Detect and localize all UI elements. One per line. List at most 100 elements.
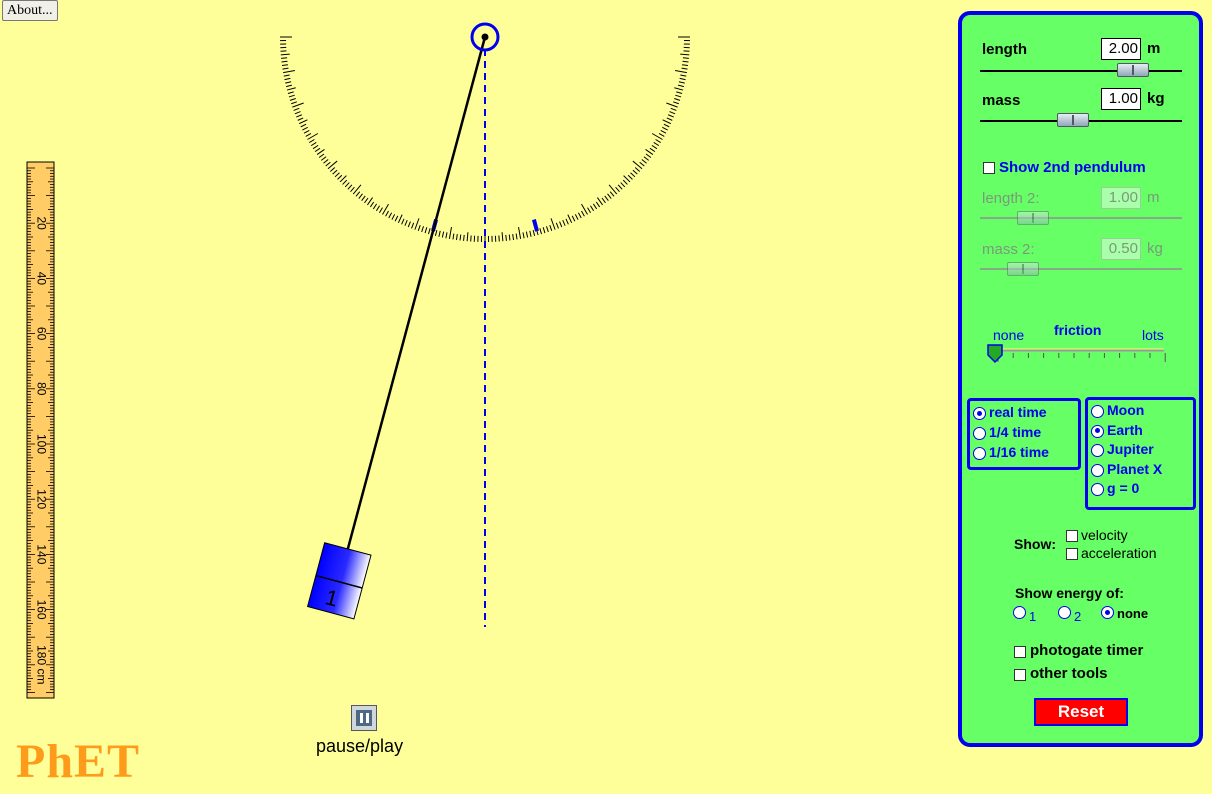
- protractor-tick: [358, 193, 363, 199]
- ruler-tick-label: 180 cm: [34, 645, 48, 684]
- gravity-label: Planet X: [1107, 460, 1163, 477]
- protractor-tick: [562, 219, 566, 226]
- second-pendulum-label: Show 2nd pendulum: [999, 159, 1146, 176]
- gravity-radio[interactable]: [1091, 424, 1104, 438]
- energy-radio-2[interactable]: [1058, 606, 1071, 619]
- about-button[interactable]: About...: [2, 0, 58, 21]
- protractor-tick: [339, 175, 347, 183]
- protractor-tick: [285, 81, 292, 84]
- phet-logo[interactable]: PhET: [16, 735, 141, 788]
- friction-slider[interactable]: [986, 342, 1168, 370]
- mass-slider-knob[interactable]: [1057, 113, 1089, 127]
- time-scale-radio[interactable]: [973, 407, 986, 420]
- gravity-radio[interactable]: [1091, 405, 1104, 418]
- mass2-label: mass 2:: [982, 241, 1035, 258]
- protractor-tick: [658, 133, 665, 137]
- protractor-tick: [352, 184, 362, 195]
- length2-label: length 2:: [982, 190, 1040, 207]
- protractor-tick: [641, 159, 647, 164]
- protractor-tick: [285, 84, 293, 88]
- protractor-tick: [417, 224, 421, 231]
- mass2-slider-knob[interactable]: [1007, 262, 1039, 276]
- protractor-tick: [662, 126, 668, 131]
- gravity-label: g = 0: [1107, 480, 1140, 496]
- protractor-tick: [587, 207, 592, 213]
- gravity-radio[interactable]: [1091, 463, 1104, 477]
- protractor-tick: [337, 174, 343, 180]
- protractor-tick: [639, 161, 645, 167]
- protractor-tick: [364, 197, 369, 204]
- protractor-tick: [391, 214, 396, 220]
- length2-input[interactable]: 1.00: [1101, 187, 1141, 209]
- velocity-checkbox[interactable]: [1066, 530, 1078, 542]
- velocity-label: velocity: [1081, 527, 1128, 543]
- protractor-tick: [327, 160, 338, 170]
- protractor-tick: [361, 195, 366, 202]
- protractor-tick: [674, 87, 684, 91]
- protractor-tick: [682, 60, 689, 63]
- second-pendulum-checkbox[interactable]: [983, 162, 995, 174]
- mass-label: mass: [982, 92, 1021, 109]
- length-input[interactable]: 2.00: [1101, 38, 1141, 60]
- protractor-tick: [518, 226, 522, 239]
- protractor-tick: [375, 205, 380, 212]
- protractor-tick: [590, 205, 595, 212]
- protractor-tick: [655, 139, 661, 144]
- friction-title: friction: [1054, 322, 1102, 338]
- protractor-tick: [677, 84, 685, 88]
- pendulum-bob[interactable]: 1: [306, 542, 372, 620]
- pivot-ring[interactable]: [470, 22, 500, 52]
- energy-radio-1-label: 1: [1029, 609, 1037, 624]
- protractor-tick: [546, 226, 549, 233]
- protractor-tick: [388, 212, 393, 219]
- protractor-tick: [314, 147, 321, 153]
- protractor-tick: [571, 215, 576, 222]
- protractor-tick: [653, 142, 660, 147]
- protractor-tick: [292, 102, 304, 108]
- ruler-tick-label: 120: [34, 489, 48, 509]
- other-tools-checkbox[interactable]: [1014, 669, 1026, 681]
- protractor-tick: [283, 74, 290, 77]
- protractor-tick: [284, 77, 291, 81]
- gravity-radio[interactable]: [1091, 483, 1104, 496]
- protractor-tick: [428, 228, 431, 235]
- protractor-tick: [289, 98, 296, 101]
- time-scale-label: 1/4 time: [989, 424, 1042, 440]
- protractor-tick: [347, 184, 353, 190]
- protractor-tick: [670, 107, 677, 111]
- photogate-checkbox[interactable]: [1014, 646, 1026, 658]
- protractor-tick: [679, 77, 686, 81]
- length-slider-knob[interactable]: [1117, 63, 1149, 77]
- reset-button[interactable]: Reset: [1034, 698, 1128, 726]
- energy-radio-none[interactable]: [1101, 606, 1114, 619]
- mass2-input[interactable]: 0.50: [1101, 238, 1141, 260]
- length2-slider-track[interactable]: [980, 217, 1182, 219]
- protractor-tick: [634, 167, 641, 172]
- protractor-tick: [404, 219, 408, 226]
- time-scale-radio[interactable]: [973, 427, 986, 440]
- acceleration-checkbox[interactable]: [1066, 548, 1078, 560]
- protractor-tick: [466, 232, 469, 242]
- length-slider-track[interactable]: [980, 70, 1182, 72]
- protractor-tick: [287, 91, 294, 94]
- protractor-tick: [617, 184, 623, 190]
- protractor-tick: [675, 94, 682, 98]
- protractor-tick: [332, 169, 338, 175]
- protractor-tick: [681, 64, 689, 67]
- protractor-tick: [627, 174, 633, 180]
- time-scale-radio[interactable]: [973, 447, 986, 460]
- protractor-tick: [522, 232, 525, 239]
- pause-play-button[interactable]: [351, 705, 377, 731]
- gravity-radio[interactable]: [1091, 444, 1104, 457]
- length2-slider-knob[interactable]: [1017, 211, 1049, 225]
- protractor-tick: [651, 144, 658, 150]
- mass2-slider-track[interactable]: [980, 268, 1182, 270]
- energy-radio-1[interactable]: [1013, 606, 1026, 619]
- protractor-tick: [293, 107, 300, 111]
- mass-input[interactable]: 1.00: [1101, 88, 1141, 110]
- protractor-tick: [681, 67, 688, 70]
- protractor-tick: [344, 182, 350, 188]
